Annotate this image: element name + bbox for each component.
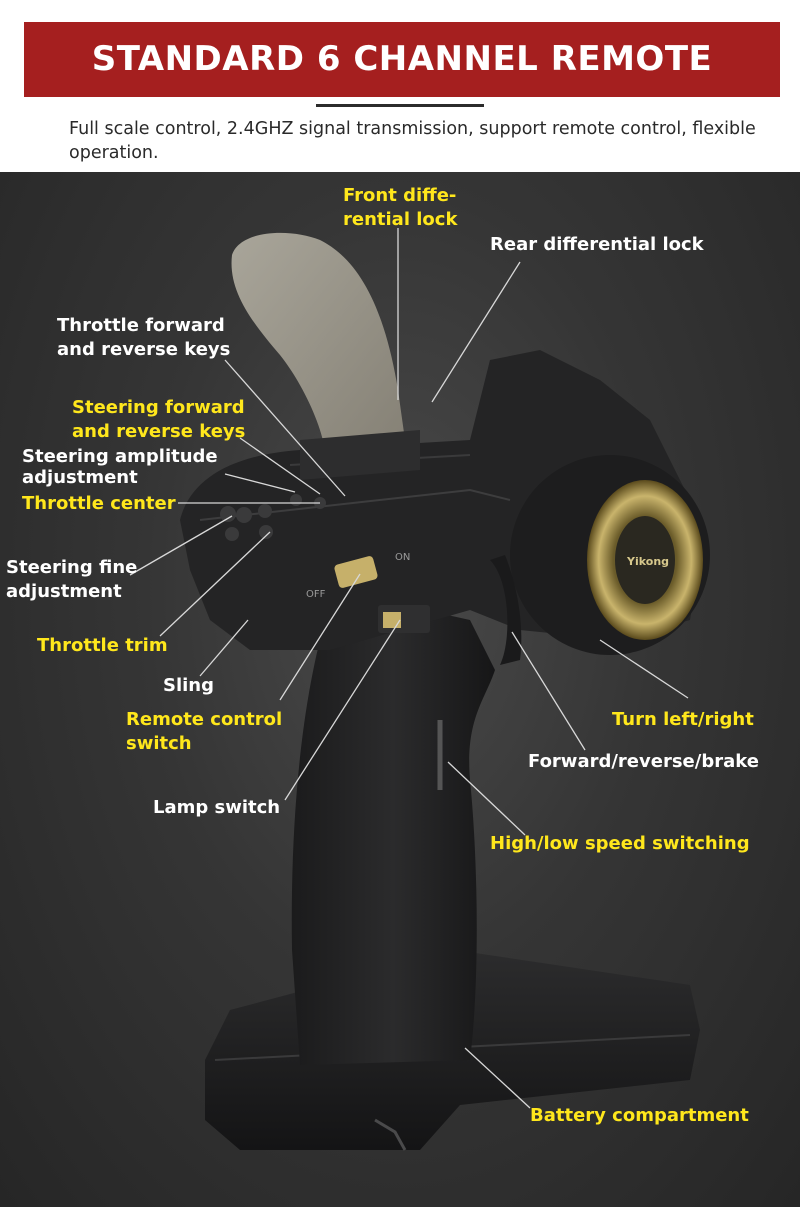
label-throttle-center: Throttle center	[22, 493, 176, 514]
label-forward-reverse-brake: Forward/reverse/brake	[528, 751, 759, 772]
label-throttle-trim: Throttle trim	[37, 635, 168, 656]
grip-handle	[291, 600, 495, 1065]
page-subtitle: Full scale control, 2.4GHZ signal transm…	[69, 119, 756, 163]
switch-on-label: ON	[395, 552, 410, 563]
power-switch	[334, 556, 378, 588]
label-remote-control-switch: Remote control switch	[126, 709, 283, 754]
label-steering-forward-reverse-keys: Steering forward and reverse keys	[72, 397, 246, 442]
label-turn-left-right: Turn left/right	[612, 709, 754, 730]
label-steering-fine-adjustment: Steering fine adjustment	[6, 557, 138, 602]
page-title: STANDARD 6 CHANNEL REMOTE CONTROL	[91, 39, 713, 154]
product-image-area: Yikong OFF ON	[0, 172, 800, 1207]
label-lamp-switch: Lamp switch	[153, 797, 281, 818]
label-front-differential-lock: Front diffe- rential lock	[343, 185, 458, 230]
brand-logo: Yikong	[626, 555, 669, 568]
label-steering-amplitude: Steering amplitude adjustment	[22, 446, 218, 488]
switch-off-label: OFF	[306, 589, 326, 600]
remote-controller-illustration: Yikong OFF ON	[129, 228, 710, 1151]
title-divider	[316, 104, 484, 107]
title-bar: STANDARD 6 CHANNEL REMOTE CONTROL	[24, 22, 780, 154]
label-rear-differential-lock: Rear differential lock	[490, 234, 704, 255]
throttle-trigger	[490, 555, 522, 665]
leader-lines	[129, 228, 689, 1109]
battery-lid	[231, 232, 405, 450]
label-sling: Sling	[163, 675, 215, 696]
label-high-low-speed-switching: High/low speed switching	[490, 833, 750, 854]
label-throttle-forward-reverse-keys: Throttle forward and reverse keys	[57, 315, 231, 360]
header-banner: STANDARD 6 CHANNEL REMOTE CONTROL Full s…	[0, 0, 800, 172]
label-battery-compartment: Battery compartment	[530, 1105, 749, 1126]
